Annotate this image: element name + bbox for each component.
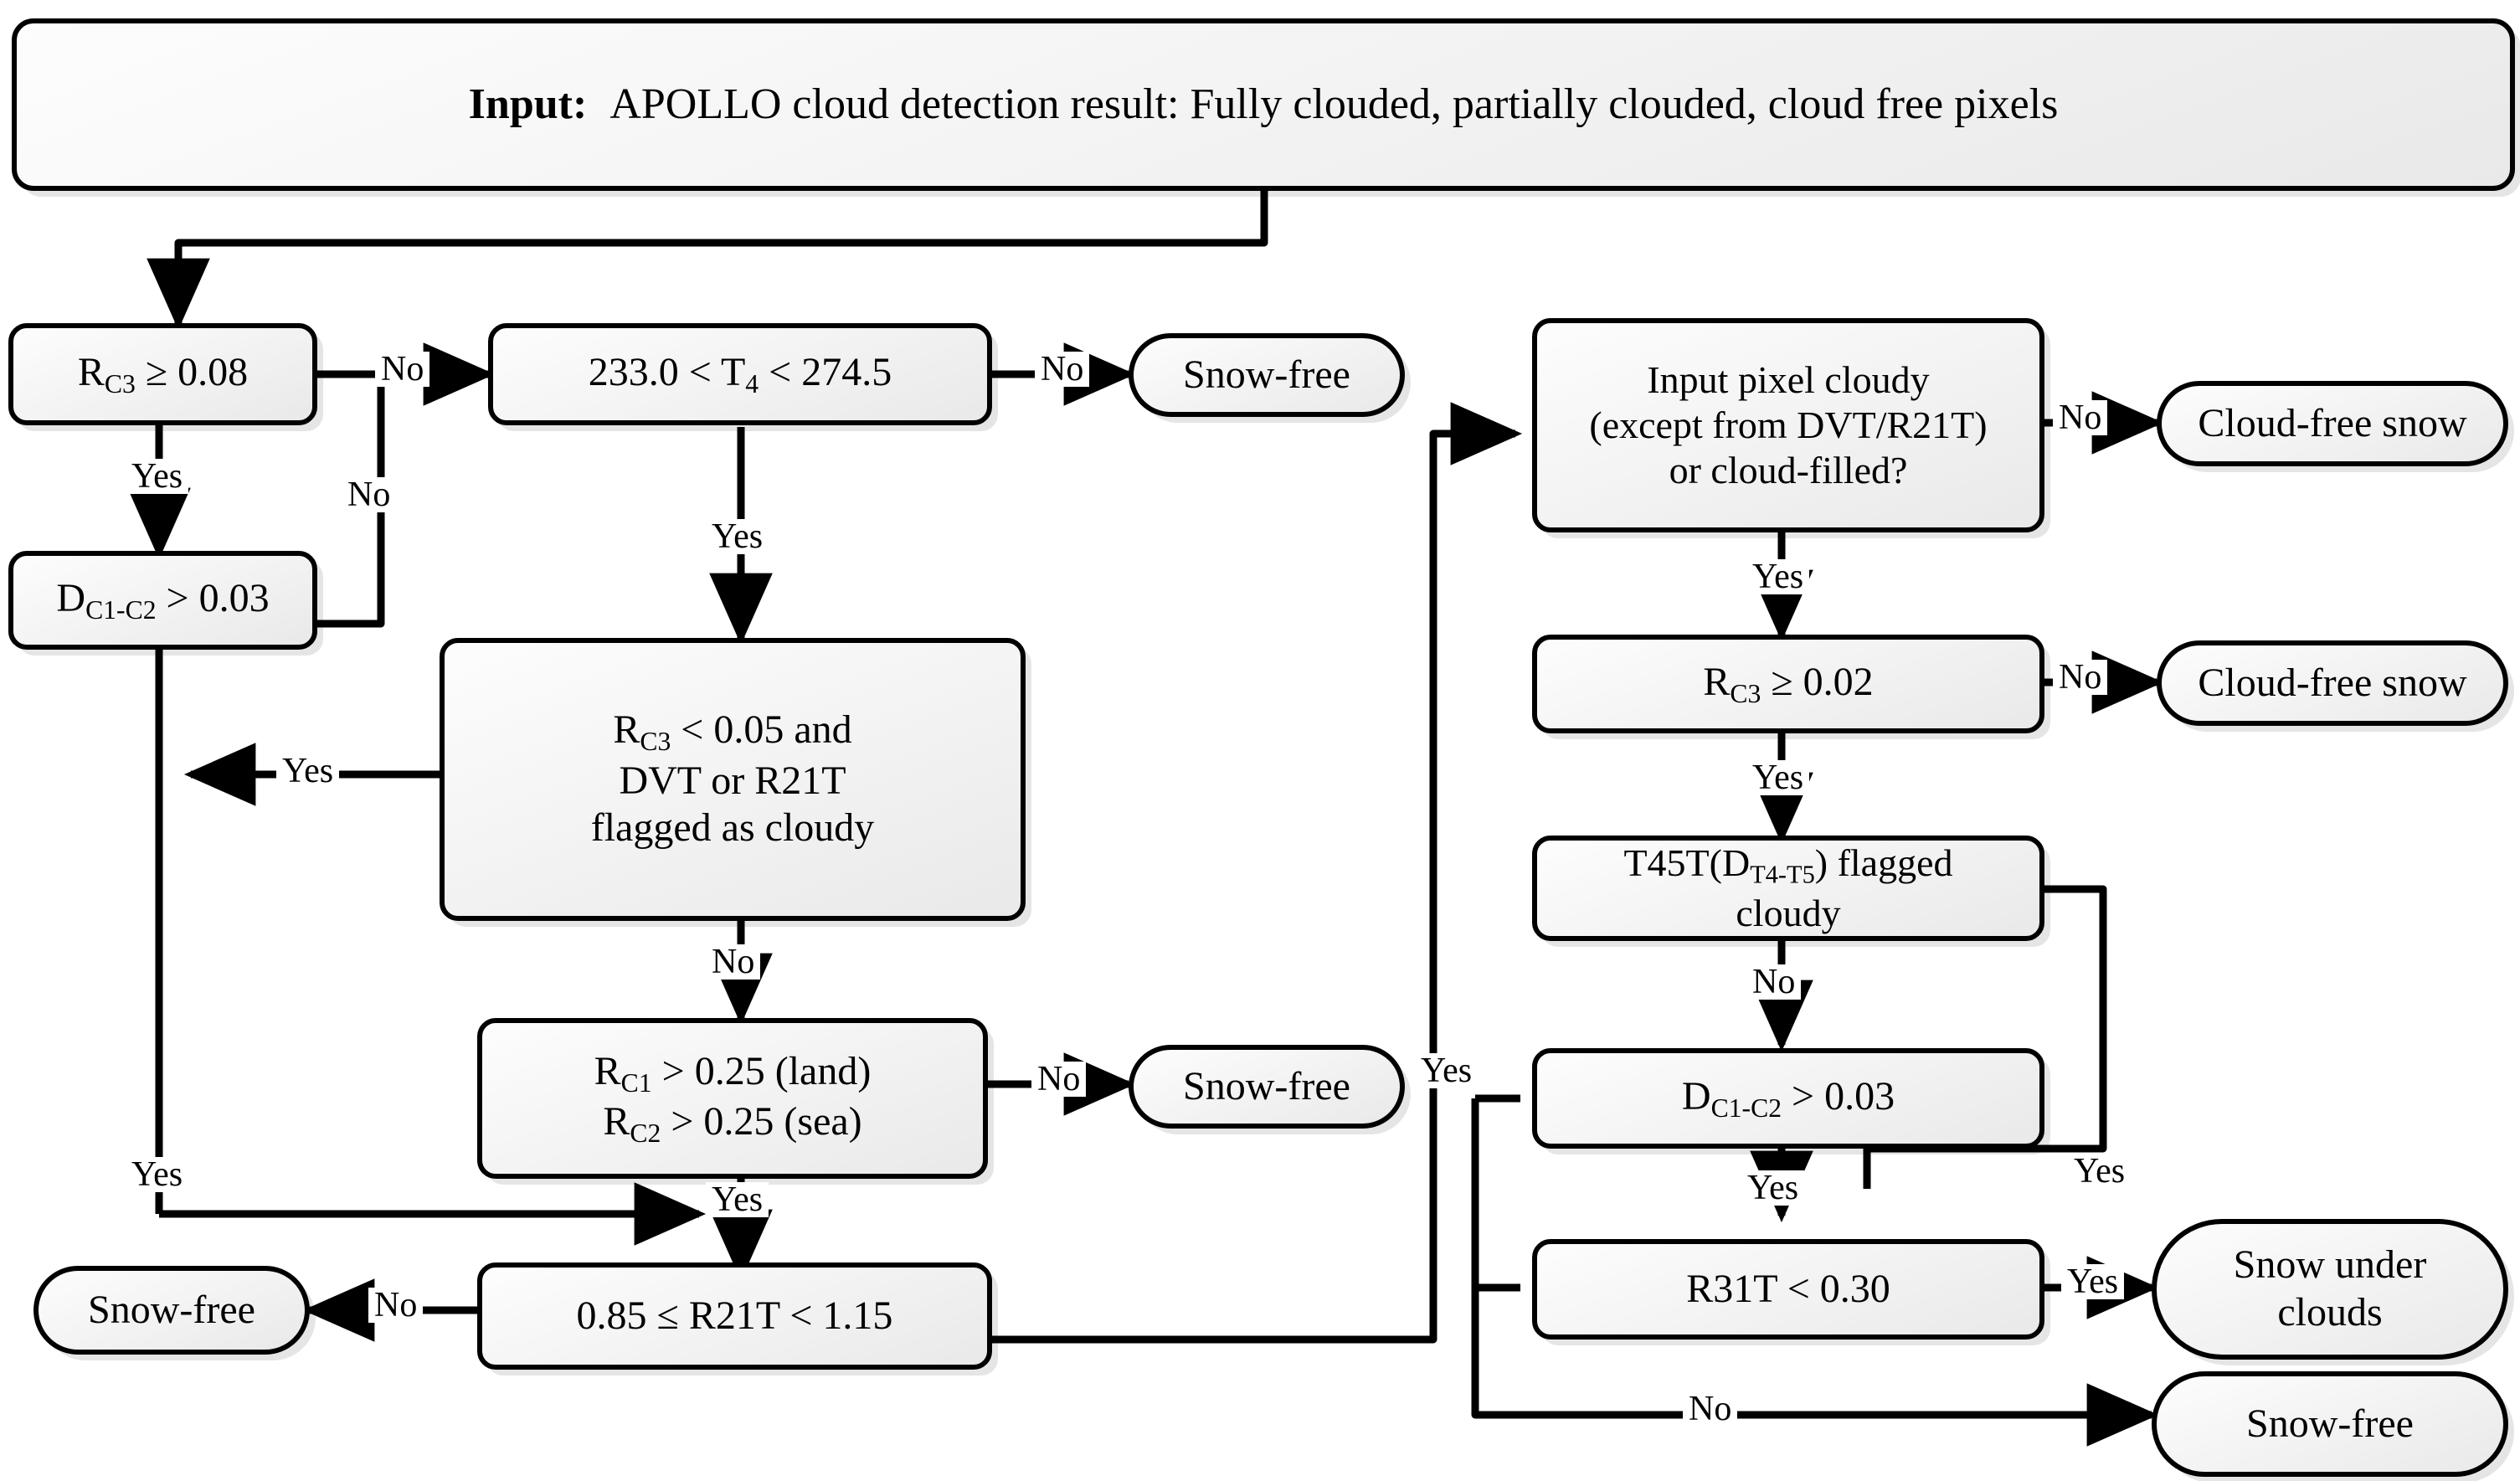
node-dc1c2-003-left: DC1-C2 > 0.03	[8, 551, 317, 650]
node-input-pixel-cloudy: Input pixel cloudy(except from DVT/R21T)…	[1532, 318, 2044, 532]
node-rc3-008-text: RC3 ≥ 0.08	[77, 349, 249, 399]
node-rc3-008: RC3 ≥ 0.08	[8, 323, 317, 425]
edge-label-yes-input-cloudy: Yes	[1746, 559, 1810, 594]
node-snow-free-3-text: Snow-free	[88, 1287, 255, 1332]
edge-label-yes-r31t: Yes	[2061, 1264, 2125, 1299]
node-r21t-range: 0.85 ≤ R21T < 1.15	[477, 1262, 992, 1370]
input-label-bold: Input:	[468, 80, 588, 129]
edge-label-yes-left-spine: Yes	[126, 1157, 189, 1192]
node-rc3-002: RC3 ≥ 0.02	[1532, 635, 2044, 733]
edge-label-yes-bigbox: Yes	[276, 753, 340, 789]
node-cloud-free-snow-2-text: Cloud-free snow	[2198, 660, 2467, 705]
node-t4-range: 233.0 < T4 < 274.5	[488, 323, 992, 425]
input-label-rest: APOLLO cloud detection result: Fully clo…	[609, 80, 2059, 129]
edge-label-yes-t45t: Yes	[2068, 1154, 2132, 1189]
node-r31t-030-text: R31T < 0.30	[1686, 1266, 1890, 1311]
node-input: Input: APOLLO cloud detection result: Fu…	[12, 18, 2515, 191]
node-rc1-rc2-025-text: RC1 > 0.25 (land)RC2 > 0.25 (sea)	[594, 1048, 872, 1148]
edge-label-no-rc3-008: No	[375, 352, 430, 387]
edge-label-no-t4-range: No	[1035, 352, 1090, 387]
edge-label-no-rc1rc2: No	[1031, 1062, 1087, 1097]
node-r21t-range-text: 0.85 ≤ R21T < 1.15	[576, 1293, 893, 1338]
node-dc1c2-003-left-text: DC1-C2 > 0.03	[56, 575, 270, 625]
edge-label-yes-t4-range: Yes	[706, 519, 769, 554]
edge-label-no-bigbox: No	[706, 944, 761, 980]
node-snow-free-4: Snow-free	[2152, 1371, 2508, 1477]
edge-label-yes-r21t: Yes	[1415, 1053, 1479, 1088]
node-dc1c2-003-right-text: DC1-C2 > 0.03	[1681, 1073, 1895, 1123]
node-dc1c2-003-right: DC1-C2 > 0.03	[1532, 1048, 2044, 1149]
node-cloud-free-snow-2: Cloud-free snow	[2157, 640, 2508, 726]
node-snow-free-3: Snow-free	[33, 1266, 310, 1355]
node-input-pixel-cloudy-text: Input pixel cloudy(except from DVT/R21T)…	[1589, 357, 1988, 492]
edge-label-no-r31t: No	[1683, 1391, 1738, 1427]
edge-label-yes-rc3-002: Yes	[1746, 760, 1810, 795]
edge-label-yes-rc3-008: Yes	[126, 459, 189, 494]
edge-label-no-input-cloudy: No	[2053, 400, 2108, 435]
edge-label-no-r21t: No	[368, 1288, 424, 1323]
node-snow-free-1: Snow-free	[1129, 333, 1405, 417]
node-r31t-030: R31T < 0.30	[1532, 1239, 2044, 1340]
edge-label-yes-rc1rc2: Yes	[706, 1182, 769, 1217]
node-t4-range-text: 233.0 < T4 < 274.5	[588, 349, 892, 399]
node-rc1-rc2-025: RC1 > 0.25 (land)RC2 > 0.25 (sea)	[477, 1018, 988, 1179]
node-snow-free-2-text: Snow-free	[1183, 1063, 1350, 1108]
node-snow-free-1-text: Snow-free	[1183, 352, 1350, 397]
edge-label-no-t45t: No	[1746, 964, 1802, 1000]
edge-label-no-dc1c2-left: No	[342, 477, 397, 512]
edge-label-yes-dc1c2-right: Yes	[1741, 1170, 1805, 1206]
node-rc3-002-text: RC3 ≥ 0.02	[1703, 659, 1874, 708]
node-cloud-free-snow-1: Cloud-free snow	[2157, 381, 2508, 466]
node-snow-free-2: Snow-free	[1129, 1045, 1405, 1129]
node-snow-free-4-text: Snow-free	[2246, 1401, 2414, 1446]
edge-label-no-rc3-002: No	[2053, 660, 2108, 695]
node-cloud-free-snow-1-text: Cloud-free snow	[2198, 400, 2467, 445]
